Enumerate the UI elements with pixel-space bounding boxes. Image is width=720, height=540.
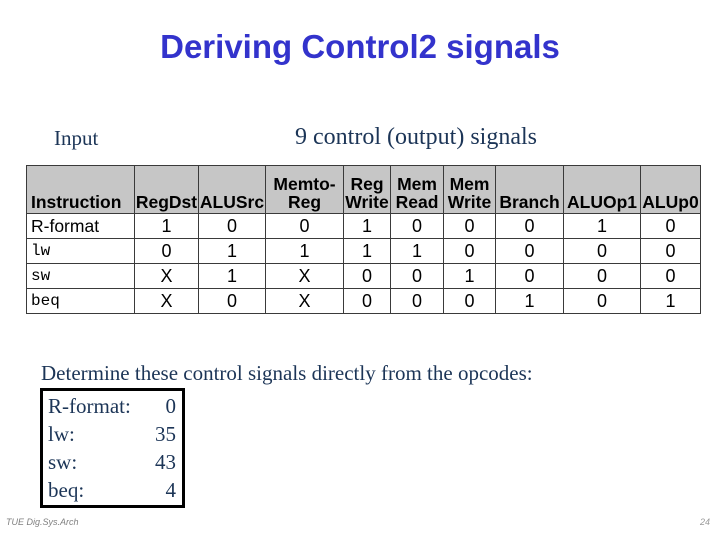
header-line2: Reg <box>287 192 322 213</box>
cell-branch: 1 <box>495 288 564 314</box>
opcode-row: R-format: 0 <box>48 392 176 420</box>
table-row: R-format 1 0 0 1 0 0 0 1 0 <box>26 213 701 239</box>
cell-alusrc: 1 <box>198 238 266 264</box>
column-header-alusrc: ALUSrc <box>198 165 266 214</box>
header-line2: Branch <box>499 192 560 213</box>
cell-alup0: 0 <box>640 213 701 239</box>
cell-instruction: sw <box>26 263 135 289</box>
cell-memread: 0 <box>390 288 444 314</box>
column-header-memtoreg: Memto- Reg <box>265 165 344 214</box>
cell-regwrite: 0 <box>343 288 391 314</box>
opcode-value: 43 <box>155 450 176 474</box>
cell-alusrc: 1 <box>198 263 266 289</box>
column-header-branch: Branch <box>495 165 564 214</box>
table-row: sw X 1 X 0 0 1 0 0 0 <box>26 263 701 289</box>
cell-memwrite: 1 <box>443 263 496 289</box>
column-header-instruction: Instruction <box>26 165 135 214</box>
cell-memtoreg: X <box>265 288 344 314</box>
determine-text: Determine these control signals directly… <box>41 361 533 385</box>
control-signals-table: Instruction RegDst ALUSrc Memto- Reg Reg… <box>26 165 701 314</box>
header-line1: Reg <box>350 174 384 195</box>
opcode-value: 0 <box>165 394 177 418</box>
cell-regdst: X <box>134 288 199 314</box>
header-line2: Write <box>345 192 389 213</box>
cell-aluop1: 0 <box>563 238 641 264</box>
header-line2: Instruction <box>31 192 122 213</box>
opcode-label: R-format: <box>48 394 131 418</box>
header-line2: ALUSrc <box>199 192 265 213</box>
header-line2: RegDst <box>135 192 198 213</box>
cell-memwrite: 0 <box>443 288 496 314</box>
column-header-memwrite: Mem Write <box>443 165 496 214</box>
opcode-row: sw: 43 <box>48 448 176 476</box>
opcode-value: 4 <box>165 478 177 502</box>
cell-regdst: X <box>134 263 199 289</box>
cell-regdst: 1 <box>134 213 199 239</box>
table-row: beq X 0 X 0 0 0 1 0 1 <box>26 288 701 314</box>
cell-memread: 1 <box>390 238 444 264</box>
cell-memtoreg: 1 <box>265 238 344 264</box>
footer-source: TUE Dig.Sys.Arch <box>6 517 79 527</box>
slide-page-number: 24 <box>699 517 710 527</box>
cell-regwrite: 1 <box>343 213 391 239</box>
opcode-value: 35 <box>155 422 176 446</box>
cell-aluop1: 0 <box>563 263 641 289</box>
cell-alup0: 0 <box>640 238 701 264</box>
cell-alusrc: 0 <box>198 213 266 239</box>
cell-regwrite: 0 <box>343 263 391 289</box>
header-line2: ALUOp1 <box>567 192 637 213</box>
cell-memwrite: 0 <box>443 238 496 264</box>
cell-branch: 0 <box>495 263 564 289</box>
cell-alusrc: 0 <box>198 288 266 314</box>
cell-alup0: 1 <box>640 288 701 314</box>
opcode-label: lw: <box>48 422 75 446</box>
column-header-aluop1: ALUOp1 <box>563 165 641 214</box>
cell-memread: 0 <box>390 263 444 289</box>
cell-instruction: beq <box>26 288 135 314</box>
caption-row: Input 9 control (output) signals <box>26 124 700 158</box>
header-line2: Read <box>395 192 439 213</box>
column-header-memread: Mem Read <box>390 165 444 214</box>
control-table: Instruction RegDst ALUSrc Memto- Reg Reg… <box>26 165 701 314</box>
opcode-row: beq: 4 <box>48 476 176 504</box>
header-line1: Mem <box>397 174 437 195</box>
page-title: Deriving Control2 signals <box>160 28 560 65</box>
cell-memtoreg: X <box>265 263 344 289</box>
header-line2: ALUp0 <box>642 192 699 213</box>
opcode-label: sw: <box>48 450 78 474</box>
cell-alup0: 0 <box>640 263 701 289</box>
opcode-label: beq: <box>48 478 85 502</box>
cell-instruction: lw <box>26 238 135 264</box>
cell-memtoreg: 0 <box>265 213 344 239</box>
cell-instruction: R-format <box>26 213 135 239</box>
cell-memread: 0 <box>390 213 444 239</box>
cell-aluop1: 1 <box>563 213 641 239</box>
header-line1: Mem <box>449 174 490 195</box>
cell-branch: 0 <box>495 213 564 239</box>
column-header-regwrite: Reg Write <box>343 165 391 214</box>
table-header-row: Instruction RegDst ALUSrc Memto- Reg Reg… <box>26 165 701 214</box>
caption-input-label: Input <box>54 126 99 150</box>
table-row: lw 0 1 1 1 1 0 0 0 0 <box>26 238 701 264</box>
opcode-box: R-format: 0 lw: 35 sw: 43 beq: 4 <box>40 388 185 508</box>
column-header-alup0: ALUp0 <box>640 165 701 214</box>
cell-memwrite: 0 <box>443 213 496 239</box>
cell-aluop1: 0 <box>563 288 641 314</box>
cell-branch: 0 <box>495 238 564 264</box>
caption-signals-label: 9 control (output) signals <box>295 124 537 150</box>
cell-regwrite: 1 <box>343 238 391 264</box>
column-header-regdst: RegDst <box>134 165 199 214</box>
header-line1: Memto- <box>273 174 336 195</box>
cell-regdst: 0 <box>134 238 199 264</box>
header-line2: Write <box>447 192 492 213</box>
opcode-row: lw: 35 <box>48 420 176 448</box>
